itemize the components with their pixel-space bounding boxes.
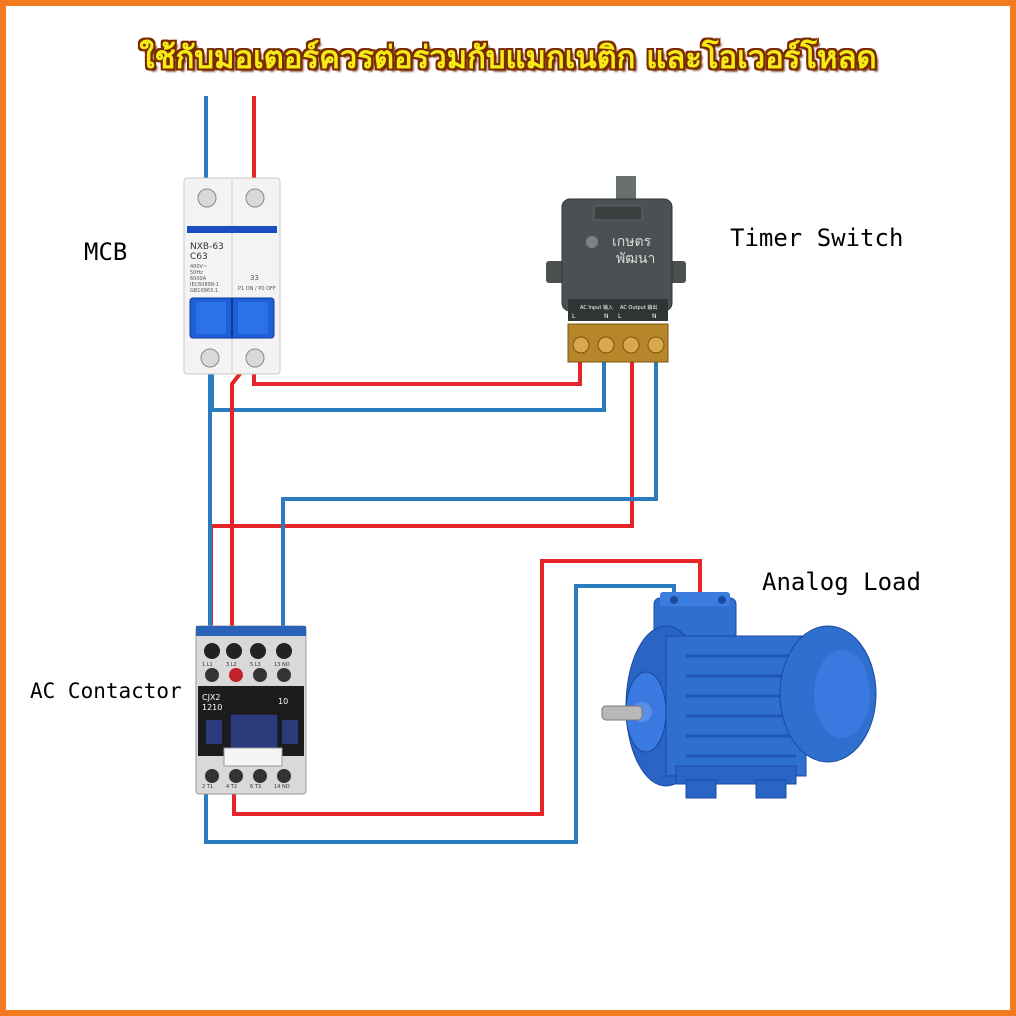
contactor-bottom-term-2: 4 T2 xyxy=(226,784,237,790)
contactor-bottom-term-3: 6 T3 xyxy=(250,784,261,790)
mcb-std-text-2: GB10963.1 xyxy=(190,288,218,294)
timer-terminal-n-out: N xyxy=(652,313,657,320)
mcb-to-timer-live-wire xyxy=(252,344,582,386)
mcb-spec-text-1: 400V~ xyxy=(190,264,207,270)
mcb-state-text: P1 ON / P0 OFF xyxy=(238,286,276,292)
contactor-to-motor-live-wire xyxy=(232,559,702,816)
contactor-top-term-4: 13 NO xyxy=(274,662,290,668)
timer-to-contactor-live-wire xyxy=(209,348,634,641)
timer-to-contactor-neutral-wire xyxy=(281,348,658,641)
mcb-to-contactor-live-wire xyxy=(230,359,252,641)
electric-motor xyxy=(601,592,877,799)
mcb-label: MCB xyxy=(84,238,128,266)
contactor-bottom-term-1: 2 T1 xyxy=(202,784,213,790)
timer-switch-module[interactable]: เกษตร พัฒนา AC Input 输入 AC Output 输出 L N… xyxy=(546,176,686,363)
timer-terminal-l-out: L xyxy=(618,313,622,320)
wiring-diagram: NXB-63 C63 400V~ 50Hz 6000A IEC60898-1 G… xyxy=(183,96,877,844)
mcb-spec-text-2: 50Hz xyxy=(190,270,203,276)
contactor-model-text: CJX2 xyxy=(202,693,221,702)
contactor-to-motor-neutral-wire xyxy=(204,584,676,844)
analog-load-label: Analog Load xyxy=(762,568,921,596)
timer-brand-line1: เกษตร xyxy=(612,234,652,250)
contactor-bottom-term-4: 14 NO xyxy=(274,784,290,790)
timer-brand-line2: พัฒนา xyxy=(616,251,655,267)
ac-contactor[interactable]: 1 L1 3 L2 5 L3 13 NO CJX2 1210 10 2 T1 4… xyxy=(195,625,307,795)
timer-terminal-n-in: N xyxy=(604,313,609,320)
mcb-model-text: NXB-63 xyxy=(190,242,224,252)
mcb-std-text-1: IEC60898-1 xyxy=(190,282,219,288)
page-title: ใช้กับมอเตอร์ควรต่อร่วมกับแมกเนติก และโอ… xyxy=(139,40,877,76)
mcb-badge-text: 33 xyxy=(250,274,259,282)
timer-switch-label: Timer Switch xyxy=(730,224,904,252)
mcb-rating-text: C63 xyxy=(190,252,208,262)
timer-terminal-l-in: L xyxy=(572,313,576,320)
mcb-breaker[interactable]: NXB-63 C63 400V~ 50Hz 6000A IEC60898-1 G… xyxy=(183,177,281,375)
timer-input-label: AC Input 输入 xyxy=(580,304,613,311)
contactor-top-term-3: 5 L3 xyxy=(250,662,261,668)
contactor-aux-text: 10 xyxy=(278,697,288,706)
contactor-rating-text: 1210 xyxy=(202,703,222,712)
contactor-top-term-2: 3 L2 xyxy=(226,662,237,668)
timer-output-label: AC Output 输出 xyxy=(620,304,657,311)
contactor-top-term-1: 1 L1 xyxy=(202,662,213,668)
mcb-spec-text-3: 6000A xyxy=(190,276,207,282)
ac-contactor-label: AC Contactor xyxy=(30,679,182,703)
